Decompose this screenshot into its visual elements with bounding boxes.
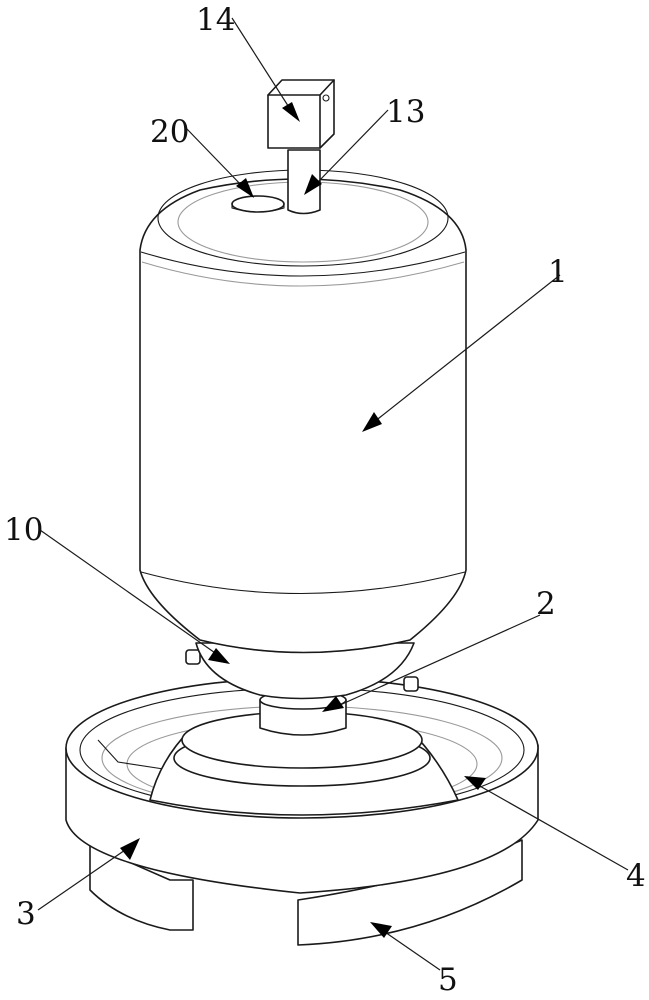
- label-5: 5: [438, 962, 458, 998]
- lid: [231, 195, 285, 213]
- neck-cylinder: [259, 699, 347, 736]
- leader-1: [373, 274, 561, 423]
- leader-5: [381, 929, 441, 971]
- label-2: 2: [536, 586, 556, 622]
- lid-edge: [231, 204, 285, 213]
- label-3: 3: [16, 896, 36, 932]
- tank-bottom-seam: [140, 571, 466, 594]
- pipe-and-box: [267, 79, 335, 215]
- leader-2: [339, 614, 541, 706]
- tank-hopper-seam: [199, 639, 411, 653]
- arrowhead-3: [120, 838, 140, 860]
- pipe: [287, 149, 321, 215]
- arrowhead-5: [370, 922, 392, 938]
- tank-shoulder-2: [141, 261, 465, 287]
- arrowhead-20: [236, 178, 254, 198]
- label-13: 13: [386, 94, 425, 130]
- collar-band: [195, 642, 415, 700]
- tank-shoulder-1: [140, 251, 466, 277]
- box-hole: [322, 94, 330, 102]
- label-20: 20: [150, 114, 189, 150]
- label-14: 14: [196, 2, 235, 38]
- arrowhead-10: [208, 648, 230, 664]
- collar-lug-right: [403, 676, 419, 692]
- reference-labels: 14 13 20 1 10 2 4 3 5: [4, 2, 646, 998]
- leader-4: [477, 784, 629, 871]
- arrowhead-2: [322, 696, 344, 712]
- leader-20: [185, 127, 245, 189]
- arrowhead-13: [304, 174, 322, 195]
- ring-slot: [97, 739, 171, 771]
- arrowhead-1: [362, 412, 382, 432]
- label-1: 1: [548, 254, 568, 290]
- left-leg: [89, 844, 194, 931]
- collar: [185, 642, 419, 700]
- callouts: [37, 17, 629, 971]
- collar-lug-left: [185, 649, 201, 665]
- tank: [139, 169, 467, 654]
- spreader-cone: [149, 711, 459, 816]
- tank-body: [139, 178, 467, 654]
- leader-10: [39, 529, 219, 656]
- leader-3: [37, 847, 129, 911]
- arrowhead-14: [282, 102, 300, 122]
- label-4: 4: [626, 858, 646, 894]
- leader-14: [231, 17, 293, 113]
- label-10: 10: [4, 512, 43, 548]
- arrowhead-4: [464, 776, 486, 790]
- box-body: [267, 79, 335, 149]
- box-edges: [267, 79, 335, 149]
- leader-13: [315, 109, 389, 185]
